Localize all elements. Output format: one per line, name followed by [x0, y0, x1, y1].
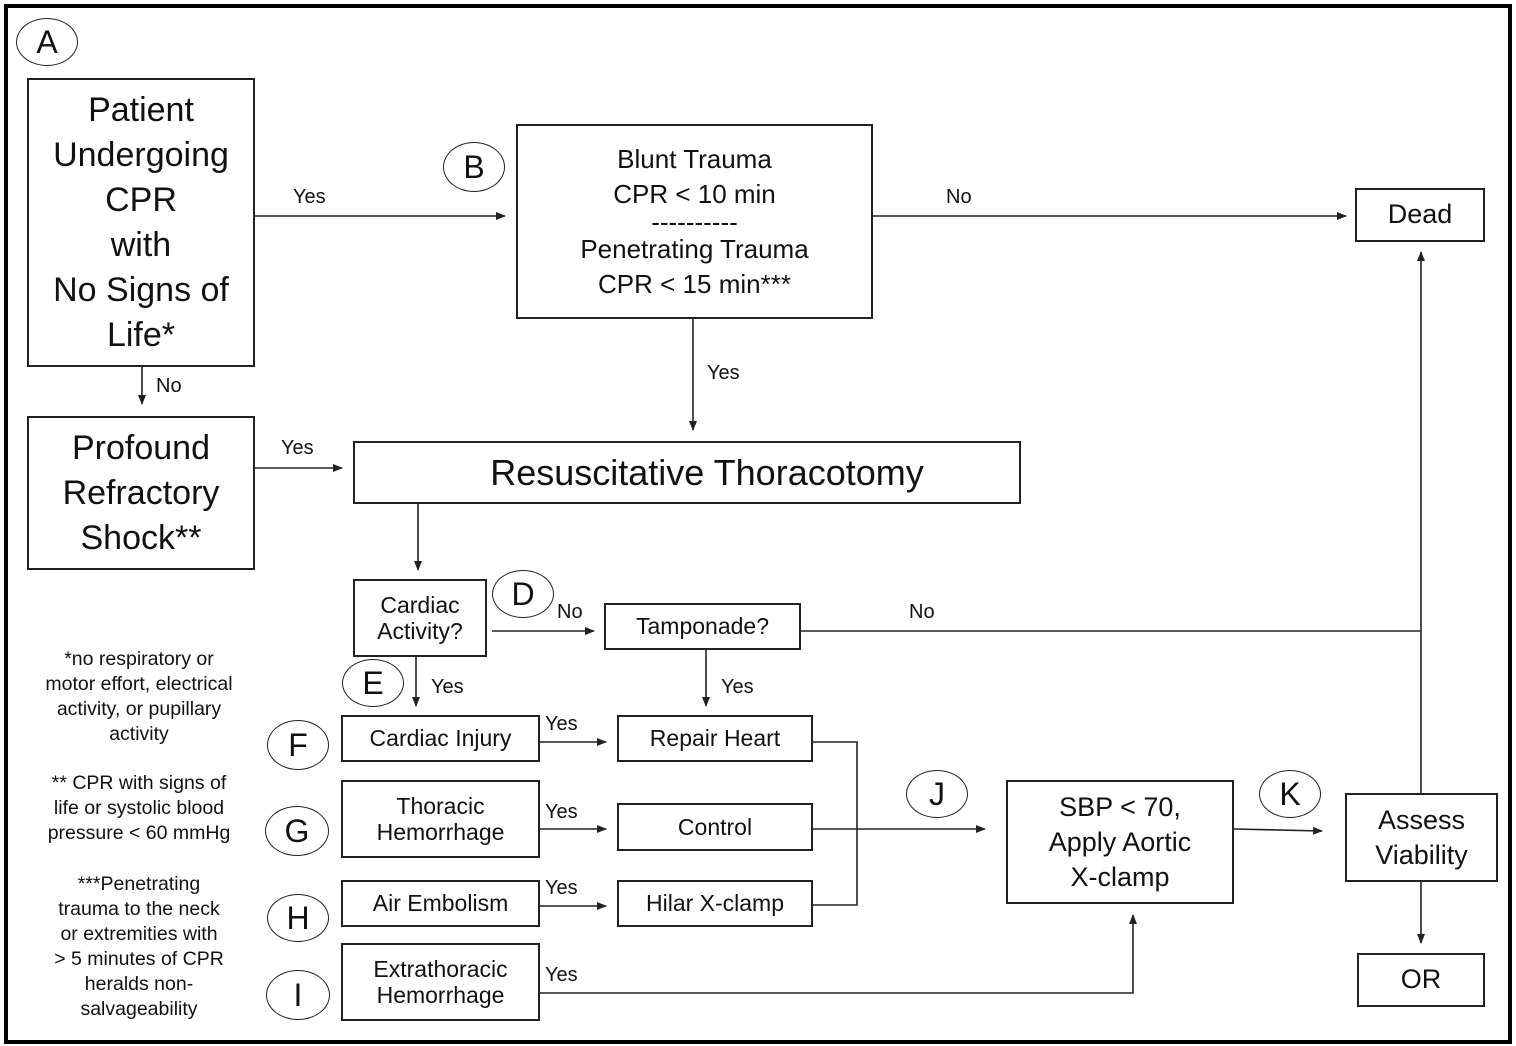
step-i-circle: I — [266, 970, 330, 1020]
patient-undergoing-cpr-box: Patient Undergoing CPR with No Signs of … — [27, 78, 255, 367]
edge-label-yes: Yes — [545, 801, 578, 823]
step-g-circle: G — [265, 806, 329, 856]
dead-box: Dead — [1355, 188, 1485, 242]
profound-refractory-shock-box: Profound Refractory Shock** — [27, 416, 255, 570]
step-h-circle: H — [267, 894, 329, 942]
footnote-penetrating-trauma: ***Penetrating trauma to the neck or ext… — [54, 873, 224, 1020]
tamponade-box: Tamponade? — [604, 603, 801, 650]
edge-label-yes: Yes — [293, 186, 326, 208]
edge-label-yes: Yes — [545, 877, 578, 899]
edge-label-no: No — [946, 186, 972, 208]
resuscitative-thoracotomy-label: Resuscitative Thoracotomy — [490, 451, 924, 493]
repair-heart-box: Repair Heart — [617, 715, 813, 762]
hilar-xclamp-box: Hilar X-clamp — [617, 880, 813, 927]
step-a-circle: A — [16, 18, 78, 66]
edge-label-yes: Yes — [707, 362, 740, 384]
step-j-circle: J — [906, 770, 968, 818]
step-k-circle: K — [1259, 770, 1321, 818]
edge-label-yes: Yes — [545, 964, 578, 986]
footnote-no-signs-of-life: *no respiratory or motor effort, electri… — [45, 648, 233, 745]
blunt-trauma-label: Blunt Trauma — [617, 143, 772, 174]
thoracic-hemorrhage-box: Thoracic Hemorrhage — [341, 780, 540, 858]
edge-label-yes: Yes — [281, 437, 314, 459]
edge-label-no: No — [156, 375, 182, 397]
air-embolism-box: Air Embolism — [341, 880, 540, 927]
resuscitative-thoracotomy-box: Resuscitative Thoracotomy — [353, 441, 1021, 504]
penetrating-cpr-label: CPR < 15 min*** — [598, 268, 791, 299]
control-box: Control — [617, 803, 813, 851]
or-box: OR — [1357, 953, 1485, 1007]
diagram-frame — [4, 4, 1512, 1044]
line-repair-bracket — [812, 741, 858, 906]
edge-label-yes: Yes — [721, 676, 754, 698]
footnote-profound-shock: ** CPR with signs of life or systolic bl… — [47, 772, 231, 844]
extrathoracic-hemorrhage-box: Extrathoracic Hemorrhage — [341, 943, 540, 1021]
step-d-circle: D — [492, 570, 554, 618]
edge-label-no: No — [909, 601, 935, 623]
step-f-circle: F — [267, 720, 329, 770]
assess-viability-box: Assess Viability — [1345, 793, 1498, 882]
penetrating-trauma-label: Penetrating Trauma — [580, 233, 809, 264]
edge-label-no: No — [557, 601, 583, 623]
trauma-criteria-box: Blunt Trauma CPR < 10 min ---------- Pen… — [516, 124, 873, 319]
edge-label-yes: Yes — [431, 676, 464, 698]
step-b-circle: B — [443, 142, 505, 192]
sbp-aortic-xclamp-box: SBP < 70, Apply Aortic X-clamp — [1006, 780, 1234, 904]
edge-label-yes: Yes — [545, 713, 578, 735]
step-e-circle: E — [342, 659, 404, 707]
blunt-cpr-label: CPR < 10 min — [613, 178, 776, 209]
criteria-divider: ---------- — [651, 206, 738, 237]
cardiac-activity-box: Cardiac Activity? — [353, 579, 487, 657]
arrow-sbp-to-assess — [1233, 826, 1323, 835]
arrow-extrathoracic-to-sbp — [540, 914, 1137, 994]
cardiac-injury-box: Cardiac Injury — [341, 715, 540, 762]
